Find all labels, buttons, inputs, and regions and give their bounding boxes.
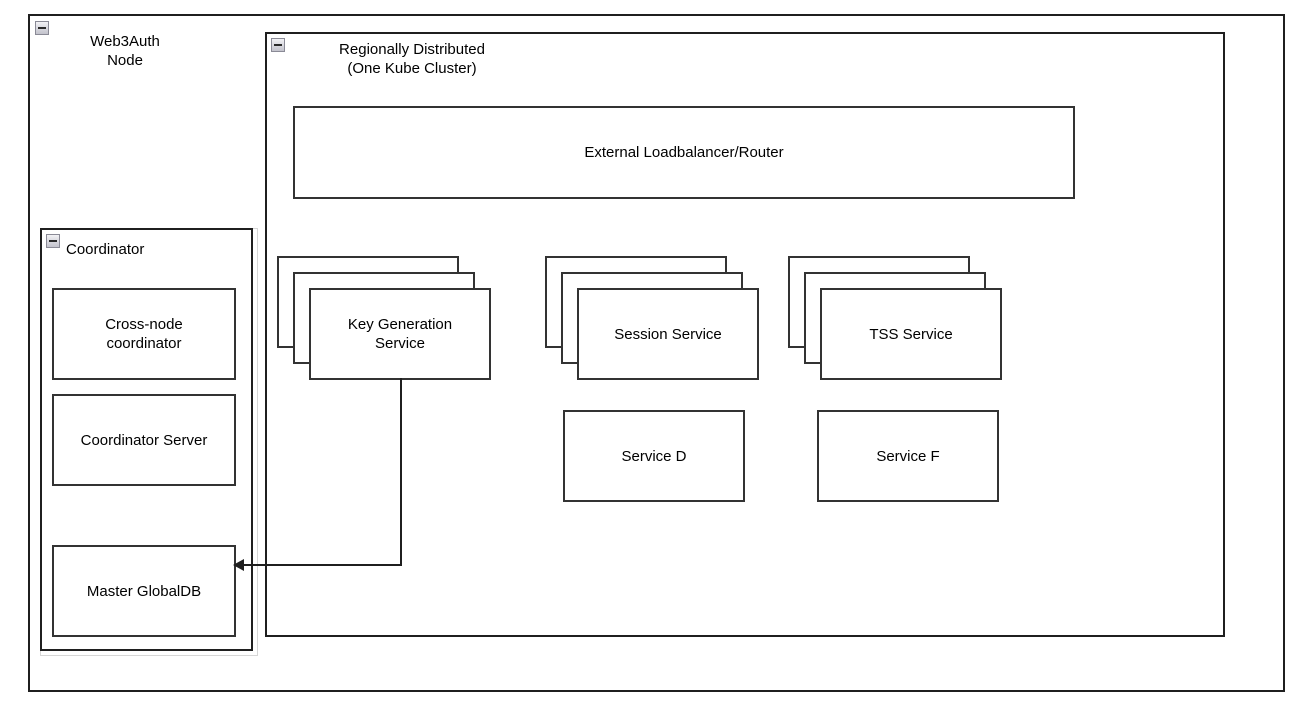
service-stack-session[interactable]: Session Service [545,256,759,380]
service-f-label: Service F [876,447,940,465]
collapse-minus-icon[interactable] [46,234,60,248]
service-stack-tss[interactable]: TSS Service [788,256,1002,380]
service-d-label: Service D [621,447,687,465]
external-loadbalancer-label: External Loadbalancer/Router [584,144,784,161]
service-d-box[interactable]: Service D [563,410,745,502]
master-globaldb-box[interactable]: Master GlobalDB [52,545,236,637]
cross-node-coordinator-box[interactable]: Cross-node coordinator [52,288,236,380]
connector-segment-horizontal [244,564,402,566]
group-web3auth-node-label: Web3Auth Node [90,33,160,69]
coordinator-server-label: Coordinator Server [80,431,208,449]
group-regionally-distributed-label: Regionally Distributed (One Kube Cluster… [339,41,485,77]
minus-bar [38,27,46,29]
coordinator-server-box[interactable]: Coordinator Server [52,394,236,486]
group-coordinator-label: Coordinator [66,241,145,258]
stack-sheet-front[interactable]: TSS Service [820,288,1002,380]
minus-bar [49,240,57,242]
minus-bar [274,44,282,46]
service-stack-key-generation[interactable]: Key Generation Service [277,256,491,380]
stack-sheet-front[interactable]: Session Service [577,288,759,380]
collapse-minus-icon[interactable] [35,21,49,35]
service-label-session: Session Service [614,325,722,343]
master-globaldb-label: Master GlobalDB [86,582,202,600]
arrow-left-icon [233,559,244,571]
stack-sheet-front[interactable]: Key Generation Service [309,288,491,380]
external-loadbalancer-box[interactable]: External Loadbalancer/Router [293,106,1075,199]
collapse-minus-icon[interactable] [271,38,285,52]
service-label-tss: TSS Service [869,325,953,343]
connector-segment-vertical [400,378,402,566]
service-label-key-generation: Key Generation Service [347,316,453,352]
cross-node-coordinator-label: Cross-node coordinator [105,316,183,352]
service-f-box[interactable]: Service F [817,410,999,502]
